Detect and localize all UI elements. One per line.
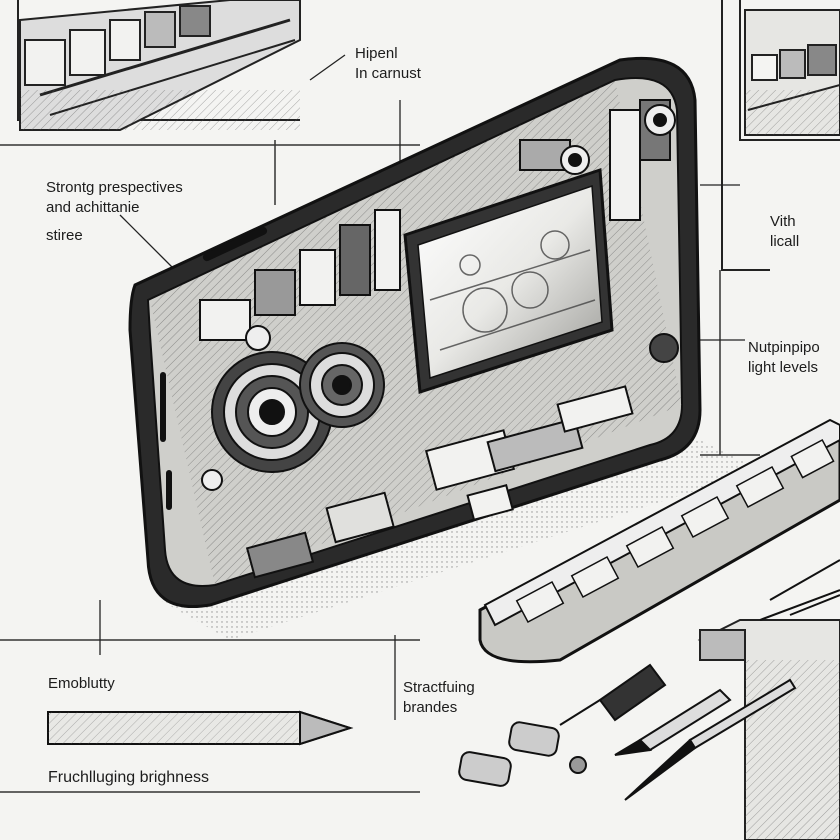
label-center-lower-line1: Stractfuing [403, 679, 475, 696]
inset-frame-top-right [721, 0, 840, 271]
label-center-lower-line2: brandes [403, 699, 458, 716]
phone-display-panel [403, 167, 614, 395]
label-right-upper-line1: Vith [770, 213, 796, 230]
internal-components [199, 99, 671, 579]
label-right-middle: Nutpinpipo light levels [748, 338, 820, 378]
label-left-upper-line2: and achittanie [46, 199, 140, 216]
label-right-middle-line2: light levels [748, 359, 819, 376]
phone-shadow [160, 440, 760, 640]
inset-top-right-detail [744, 9, 840, 136]
label-left-lower: Emoblutty [48, 674, 115, 694]
battery-module [478, 418, 840, 664]
label-right-upper: Vith licall [770, 212, 799, 252]
label-right-middle-line1: Nutpinpipo [748, 339, 820, 356]
label-left-upper-line3: stiree [46, 227, 83, 244]
label-bottom-left: Fruchlluging brighness [48, 768, 209, 788]
precision-pens [614, 559, 840, 801]
camera-lens-top [201, 104, 679, 491]
connector-caps [458, 721, 587, 787]
inset-top-left-detail [19, 0, 301, 131]
label-bottom-left-line1: Fruchlluging brighness [48, 769, 209, 786]
screwdriver [559, 663, 667, 726]
camera-lens-small [299, 342, 385, 428]
label-left-upper: Strontg prespectives and achittanie stir… [46, 178, 183, 246]
label-left-lower-line1: Emoblutty [48, 675, 115, 692]
label-top-center-line2: In carnust [355, 65, 421, 82]
label-right-upper-line2: licall [770, 233, 800, 250]
label-center-lower: Stractfuing brandes [403, 678, 475, 718]
label-left-upper-line1: Strontg prespectives [46, 179, 183, 196]
label-top-center: Hipenl In carnust [355, 44, 421, 84]
label-top-center-line1: Hipenl [355, 45, 398, 62]
stylus-pen [47, 710, 354, 746]
